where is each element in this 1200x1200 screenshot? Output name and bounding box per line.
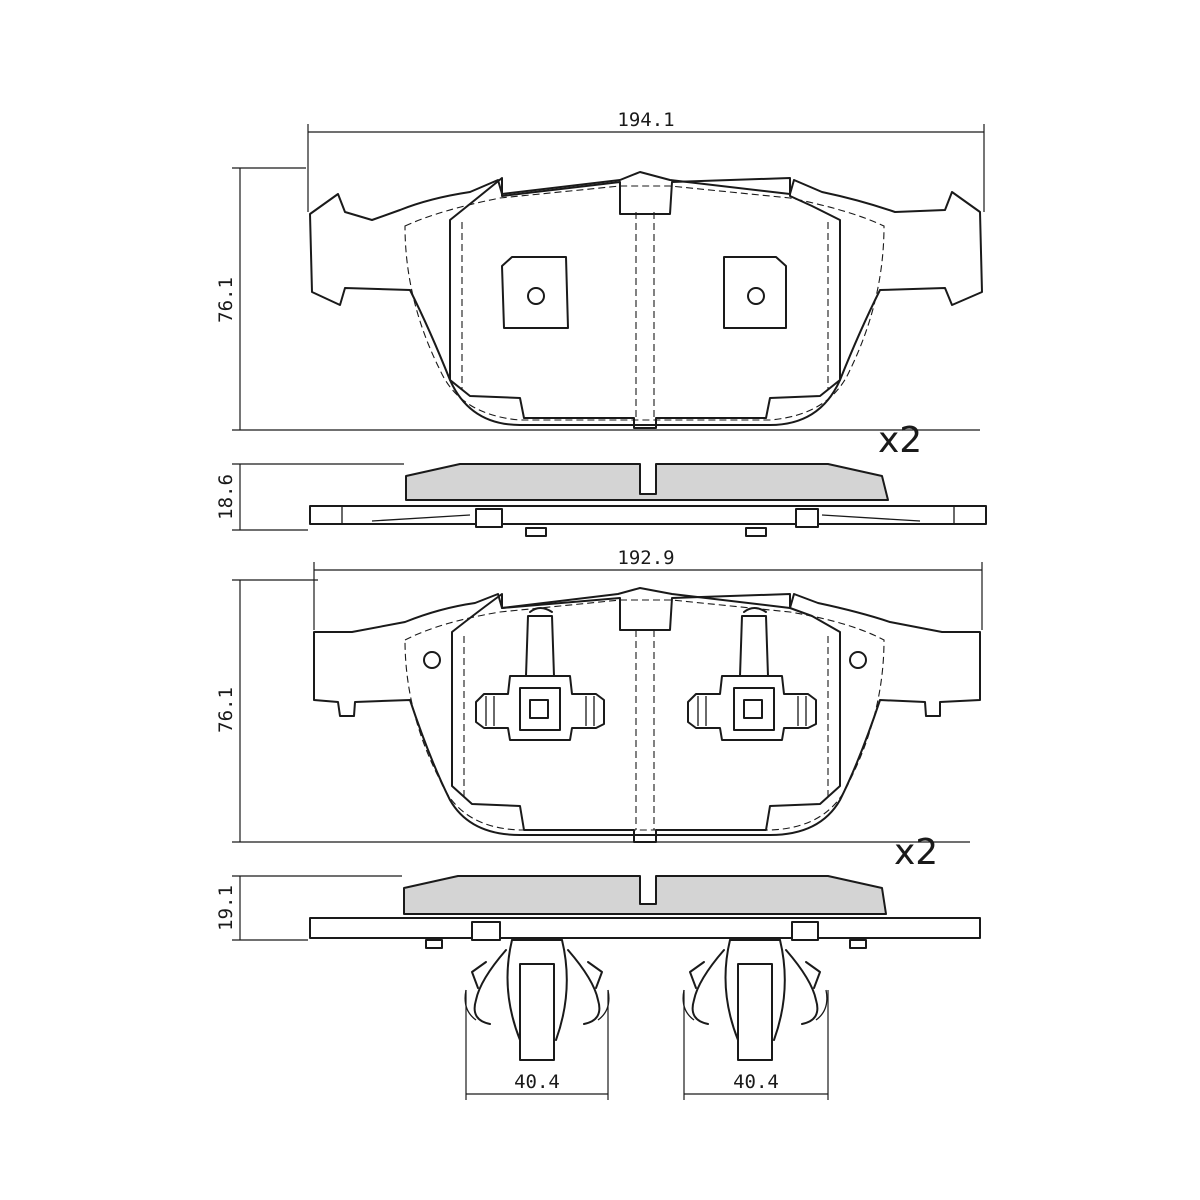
bottom-pad-hole-left <box>423 651 441 669</box>
bottom-pad-side-view <box>309 875 981 1061</box>
bottom-pad-pin-right <box>849 939 867 949</box>
bottom-pad-width-label: 192.9 <box>617 547 674 569</box>
top-pad-width-dimension: 194.1 <box>307 109 985 212</box>
top-pad-backing-plate <box>309 171 983 426</box>
bottom-pad-friction-material <box>403 875 887 915</box>
top-pad-height-dimension: 76.1 <box>215 167 980 431</box>
clip-right-width-dimension: 40.4 <box>683 990 829 1100</box>
bottom-pad-clip-left <box>475 607 605 741</box>
bottom-pad-width-dimension: 192.9 <box>313 547 983 630</box>
top-pad-thickness-label: 18.6 <box>215 474 237 520</box>
bottom-pad-backing-plate-side <box>309 917 981 939</box>
bottom-pad-clip-stub-left <box>471 921 501 941</box>
top-pad-quantity-label: x2 <box>878 420 922 461</box>
bottom-pad-quantity-label: x2 <box>894 832 938 873</box>
bottom-pad-thickness-dimension: 19.1 <box>215 875 402 941</box>
bottom-pad-clip-stub-right <box>791 921 819 941</box>
top-pad-friction-outline <box>404 185 885 421</box>
bottom-pad-height-label: 76.1 <box>215 687 237 733</box>
bottom-pad-height-dimension: 76.1 <box>215 579 970 843</box>
bottom-pad-hole-right <box>849 651 867 669</box>
top-pad-pin-right <box>745 527 767 537</box>
top-pad-thickness-dimension: 18.6 <box>215 463 404 531</box>
clip-left-width-label: 40.4 <box>514 1071 560 1093</box>
top-pad-pin-left <box>525 527 547 537</box>
bottom-pad-pin-left <box>425 939 443 949</box>
top-pad-front-view <box>309 171 983 429</box>
bottom-pad-spring-clip-right <box>682 939 828 1061</box>
bottom-pad-inner-contour <box>451 593 841 843</box>
top-pad-inner-contour <box>449 177 841 429</box>
top-pad-friction-material <box>405 463 889 501</box>
top-pad-width-label: 194.1 <box>617 109 674 131</box>
top-pad-height-label: 76.1 <box>215 277 237 323</box>
bottom-pad-clip-right <box>687 607 817 741</box>
bottom-pad-front-view <box>313 587 981 843</box>
top-pad-backing-plate-side <box>309 505 987 525</box>
top-pad-boss-left-hole <box>527 287 545 305</box>
top-pad-clip-stub-left <box>475 508 503 528</box>
top-pad-boss-right <box>723 256 787 329</box>
bottom-pad-thickness-label: 19.1 <box>215 885 237 931</box>
clip-right-width-label: 40.4 <box>733 1071 779 1093</box>
top-pad-side-view <box>309 463 987 537</box>
bottom-pad-spring-clip-left <box>464 939 610 1061</box>
top-pad-boss-left <box>501 256 569 329</box>
top-pad-clip-stub-right <box>795 508 819 528</box>
clip-left-width-dimension: 40.4 <box>465 990 609 1100</box>
top-pad-boss-right-hole <box>747 287 765 305</box>
